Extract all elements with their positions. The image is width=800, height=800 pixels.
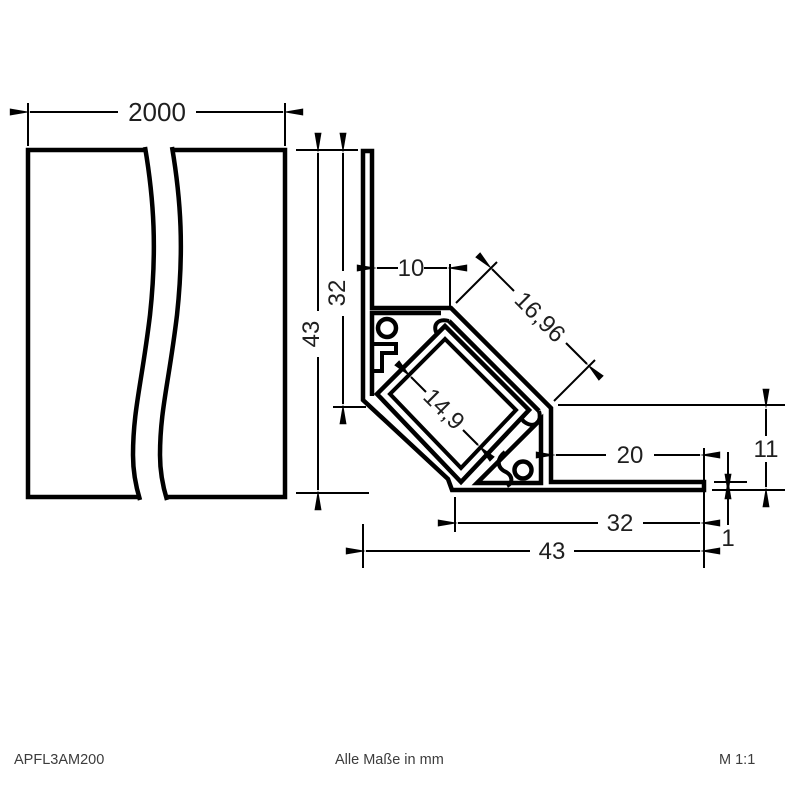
- dim-wall-height: 32: [324, 132, 366, 425]
- dim-bottom-width: 32: [437, 497, 721, 537]
- upper-clip-hook: [372, 342, 398, 373]
- shelf-underside: [369, 310, 441, 396]
- break-line-left: [130, 146, 157, 501]
- lower-clip-knob: [512, 459, 534, 481]
- dim-label-total-width: 43: [539, 538, 566, 565]
- dim-cover-width-arrow-up: [475, 252, 515, 292]
- dim-channel-width-arrow-down: [462, 429, 495, 462]
- dim-channel-width-arrow-up: [394, 360, 427, 393]
- dim-label-total-height: 43: [298, 321, 325, 348]
- dim-label-flange-thickness: 1: [721, 525, 734, 552]
- dim-label-right-height: 11: [754, 436, 779, 463]
- dim-label-cover-width: 16,96: [509, 287, 571, 349]
- profile-length-view: [25, 144, 288, 503]
- dim-total-width: 43: [345, 524, 721, 568]
- lower-clip-slot: [496, 450, 514, 488]
- dim-cover-width-arrow-down: [565, 342, 604, 381]
- break-gap: [133, 144, 181, 503]
- dim-top-width: 10: [356, 255, 468, 306]
- dim-label-top-width: 10: [398, 255, 425, 282]
- dim-flange-length: 20: [535, 442, 721, 568]
- article-number: APFL3AM200: [14, 752, 105, 768]
- dim-label-flange-length: 20: [617, 442, 644, 469]
- dim-label-length: 2000: [128, 97, 186, 127]
- cover-bar: [447, 319, 541, 413]
- dim-length: 2000: [9, 97, 304, 146]
- dim-label-bottom-width: 32: [607, 510, 634, 537]
- dim-flange-thickness: 1: [714, 452, 747, 552]
- dim-label-wall-height: 32: [324, 280, 351, 307]
- break-line-right: [157, 146, 184, 501]
- scale-label: M 1:1: [719, 752, 756, 768]
- units-note: Alle Maße in mm: [335, 752, 444, 768]
- dim-total-height-extensions: [296, 149, 369, 494]
- profile-cross-section: [360, 148, 707, 493]
- dim-total-height: 43: [296, 132, 369, 511]
- dim-right-height: 11: [558, 388, 785, 508]
- dim-right-height-extensions: [558, 404, 785, 491]
- upper-clip-knob: [375, 316, 399, 340]
